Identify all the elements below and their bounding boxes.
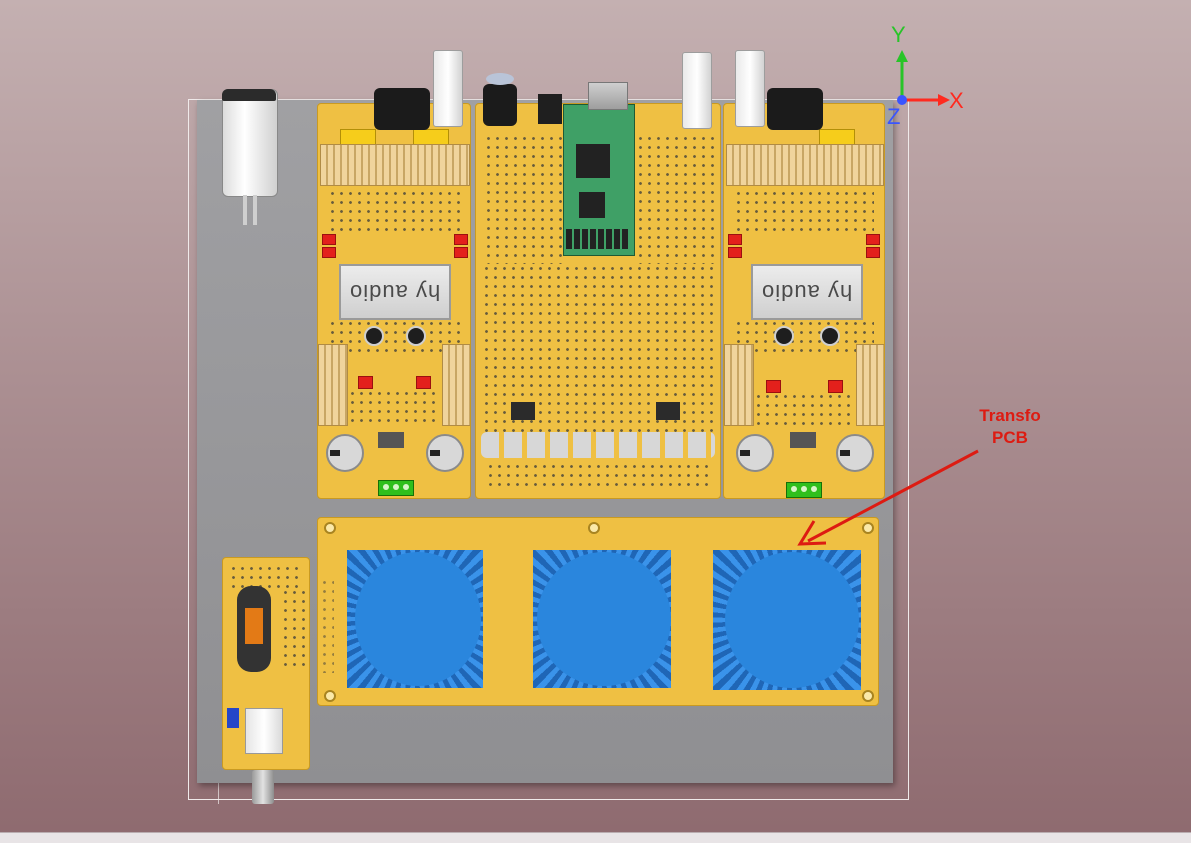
- red-capacitor: [728, 234, 742, 245]
- z-axis-origin: [897, 95, 907, 105]
- component-area: [734, 319, 874, 354]
- xlr-connector[interactable]: [767, 88, 823, 130]
- y-axis-arrow: [896, 50, 908, 62]
- mounting-hole: [862, 522, 874, 534]
- filter-capacitor: [426, 434, 464, 472]
- switch[interactable]: [538, 94, 562, 124]
- pin-header: [566, 229, 630, 249]
- rca-connector-black[interactable]: [483, 84, 517, 126]
- center-dac-preamp-pcb[interactable]: [475, 103, 721, 499]
- power-terminal-block: [378, 480, 414, 496]
- bnc-connector[interactable]: [433, 50, 463, 127]
- x-axis-arrow: [938, 94, 950, 106]
- hy-audio-logo: hy audio: [761, 280, 853, 305]
- component-area: [328, 189, 463, 234]
- blue-fuse: [227, 708, 239, 728]
- heatsink-fins: [726, 144, 884, 186]
- heatsink-fins: [318, 344, 348, 426]
- component-area: [486, 462, 711, 492]
- heatsink-fins: [442, 344, 470, 426]
- heatsink-fins: [856, 344, 884, 426]
- rotary-encoder[interactable]: [486, 73, 514, 85]
- power-switch[interactable]: [252, 770, 274, 804]
- filter-capacitor: [836, 434, 874, 472]
- filter-capacitor: [326, 434, 364, 472]
- left-amplifier-pcb[interactable]: hy audio: [317, 103, 471, 499]
- regulator-chip: [378, 432, 404, 448]
- xlr-connector[interactable]: [374, 88, 430, 130]
- red-capacitor: [322, 234, 336, 245]
- bnc-connector[interactable]: [682, 52, 712, 129]
- board-outline-left: [188, 99, 189, 800]
- iec-inlet-pin: [243, 195, 247, 225]
- component-area: [734, 189, 874, 234]
- regulator-chip: [790, 432, 816, 448]
- amplifier-module-shield: hy audio: [339, 264, 451, 320]
- annotation-line-2: PCB: [992, 428, 1028, 447]
- usb-controller-chip: [576, 144, 610, 178]
- power-terminal-block: [786, 482, 822, 498]
- red-capacitor: [454, 247, 468, 258]
- electrolytic-capacitor: [774, 326, 794, 346]
- relay-white: [245, 708, 283, 754]
- heatsink-fins: [724, 344, 754, 426]
- component-area: [484, 134, 564, 264]
- component-area: [281, 588, 305, 668]
- red-capacitor: [416, 376, 431, 389]
- status-bar: [0, 832, 1191, 843]
- electrolytic-capacitor: [364, 326, 384, 346]
- toroidal-transformer[interactable]: [537, 552, 671, 686]
- dsp-chip: [579, 192, 605, 218]
- component-area: [348, 389, 440, 424]
- opamp-chip: [656, 402, 680, 420]
- iec-inlet-pin: [253, 195, 257, 225]
- usb-b-connector[interactable]: [588, 82, 628, 110]
- filter-capacitor: [736, 434, 774, 472]
- capacitor-bank: [481, 432, 715, 458]
- axis-orientation-gizmo[interactable]: [880, 24, 980, 134]
- mounting-hole: [862, 690, 874, 702]
- red-capacitor: [866, 234, 880, 245]
- iec-inlet-connector[interactable]: [222, 89, 278, 197]
- fuse: [245, 608, 263, 644]
- opamp-chip: [511, 402, 535, 420]
- red-capacitor: [454, 234, 468, 245]
- electrolytic-capacitor: [820, 326, 840, 346]
- hy-audio-logo: hy audio: [349, 280, 441, 305]
- annotation-arrow: [797, 449, 979, 546]
- amplifier-module-shield: hy audio: [751, 264, 863, 320]
- toroidal-transformer[interactable]: [355, 552, 481, 686]
- component-area: [328, 319, 463, 354]
- electrolytic-capacitor: [406, 326, 426, 346]
- red-capacitor: [866, 247, 880, 258]
- right-amplifier-pcb[interactable]: hy audio: [723, 103, 885, 499]
- board-outline-bottom: [188, 799, 909, 800]
- terminal-pads: [320, 578, 334, 673]
- component-area: [754, 392, 854, 427]
- mounting-hole: [324, 522, 336, 534]
- iec-inlet-cap: [222, 89, 276, 101]
- transfo-pcb-annotation: Transfo PCB: [945, 405, 1075, 449]
- component-area: [229, 564, 303, 589]
- red-capacitor: [358, 376, 373, 389]
- red-capacitor: [322, 247, 336, 258]
- red-capacitor: [728, 247, 742, 258]
- board-outline-right: [908, 99, 909, 800]
- y-axis-label: Y: [891, 22, 906, 47]
- annotation-line-1: Transfo: [979, 406, 1041, 425]
- bnc-connector[interactable]: [735, 50, 765, 127]
- heatsink-fins: [320, 144, 470, 186]
- mounting-hole: [324, 690, 336, 702]
- component-area: [636, 134, 714, 264]
- power-supply-pcb[interactable]: [222, 557, 310, 770]
- x-axis-label: X: [949, 88, 964, 113]
- z-axis-label: Z: [887, 104, 901, 129]
- toroidal-transformer[interactable]: [725, 552, 859, 688]
- mounting-hole: [588, 522, 600, 534]
